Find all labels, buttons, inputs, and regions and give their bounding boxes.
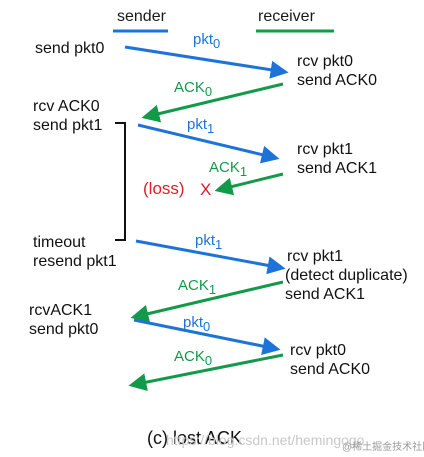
msg-pkt1-sub: 1 xyxy=(207,121,215,136)
msg-ack0-second-sub: 0 xyxy=(204,353,213,368)
receiver-send-ack0-second: send ACK0 xyxy=(290,361,371,378)
arrow-pkt1 xyxy=(137,123,280,164)
sender-send-pkt0-second: send pkt0 xyxy=(29,321,99,338)
msg-pkt0-second: pkt0 xyxy=(183,314,211,335)
msg-ack0-sub: 0 xyxy=(204,84,213,99)
receiver-rcv-pkt0: rcv pkt0 xyxy=(297,53,354,70)
arrow-ack1-lost xyxy=(214,172,284,196)
receiver-send-ack1: send ACK1 xyxy=(297,160,378,177)
sender-header: sender xyxy=(117,8,166,25)
sender-send-pkt0: send pkt0 xyxy=(35,40,105,57)
msg-ack1: ACK1 xyxy=(178,277,217,298)
msg-resend-pkt1-sub: 1 xyxy=(215,237,223,252)
loss-x-mark: X xyxy=(200,180,212,199)
arrow-pkt0-second xyxy=(133,318,281,355)
watermark-secondary: @稀土掘金技术社区 xyxy=(342,442,424,453)
msg-resend-pkt1: pkt1 xyxy=(195,232,223,253)
receiver-rcv-pkt1-second: rcv pkt1 xyxy=(287,248,344,265)
msg-ack0: ACK0 xyxy=(174,79,213,100)
sender-rcv-ack1: rcvACK1 xyxy=(29,302,93,319)
sender-resend-pkt1: resend pkt1 xyxy=(33,253,117,270)
receiver-detect-duplicate-clip: (detect duplicate) xyxy=(285,267,424,287)
receiver-send-ack0: send ACK0 xyxy=(297,72,378,89)
msg-ack0-second: ACK0 xyxy=(174,348,213,369)
arrow-ack1 xyxy=(130,280,284,323)
loss-label: (loss) xyxy=(143,179,185,198)
msg-pkt1: pkt1 xyxy=(187,116,215,137)
receiver-header: receiver xyxy=(258,8,315,25)
arrow-resend-pkt1 xyxy=(135,239,286,275)
receiver-rcv-pkt1: rcv pkt1 xyxy=(297,141,354,158)
msg-pkt0: pkt0 xyxy=(193,31,221,52)
arrow-ack0-second xyxy=(128,353,284,392)
sender-send-pkt1: send pkt1 xyxy=(33,117,103,134)
sender-timeout: timeout xyxy=(33,234,86,251)
msg-ack1-lost: ACK1 xyxy=(209,159,248,180)
msg-pkt0-sub: 0 xyxy=(213,36,221,51)
msg-ack1-sub: 1 xyxy=(208,282,217,297)
sender-rcv-ack0: rcv ACK0 xyxy=(33,98,100,115)
watermark: https://blog.csdn.net/hemingogo xyxy=(166,432,365,448)
receiver-send-ack1-second: send ACK1 xyxy=(285,286,366,303)
msg-ack1-lost-sub: 1 xyxy=(239,164,248,179)
receiver-detect-duplicate: (detect duplicate) xyxy=(285,267,408,284)
msg-pkt0-second-sub: 0 xyxy=(203,319,211,334)
arrow-ack0 xyxy=(141,82,284,123)
caption: (c) lost ACK xyxy=(147,428,243,448)
receiver-rcv-pkt0-second: rcv pkt0 xyxy=(290,342,347,359)
arrow-pkt0 xyxy=(124,45,289,79)
timeout-bracket xyxy=(115,122,126,241)
